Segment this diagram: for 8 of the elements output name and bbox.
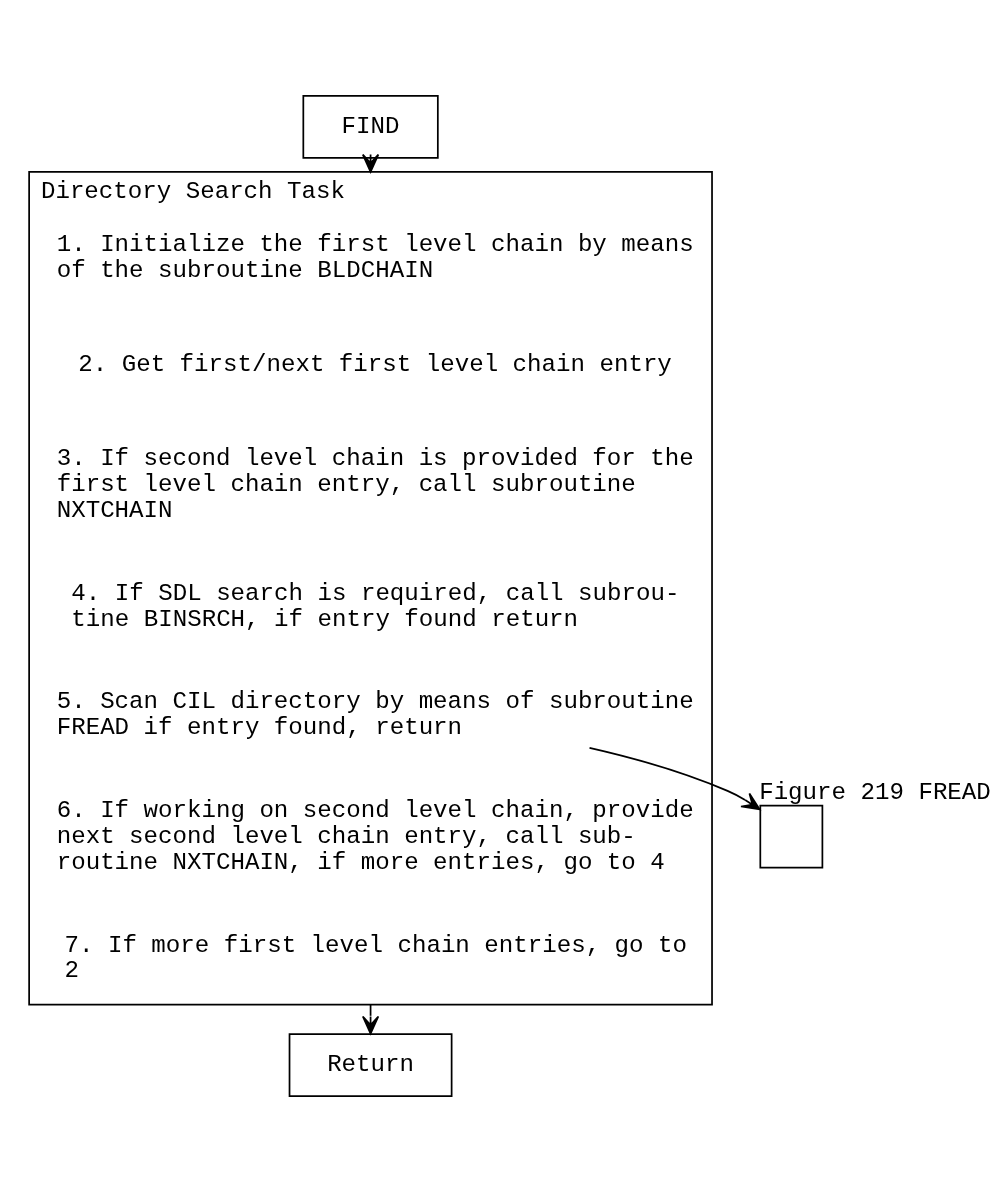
node-text: 3. If second level chain is provided for the first level chain entry, call subroutine NXTCHAIN xyxy=(56,445,694,525)
node-text: 5. Scan CIL directory by means of subroutine FREAD if entry found, return xyxy=(56,688,694,742)
node-text: 7. If more first level chain entries, go to 2 xyxy=(64,931,688,985)
node-label: Figure 219 FREAD xyxy=(759,778,991,806)
node-text: 4. If SDL search is required, call subrou- tine BINSRCH, if entry found return xyxy=(71,579,680,633)
node-text: 2. Get first/next first level chain entry xyxy=(78,351,672,379)
node-text: 6. If working on second level chain, provide next second level chain entry, call sub- routine NXTCHAIN, if more entries, go to 4 xyxy=(56,797,694,876)
node-text: 1. Initialize the first level chain by means of the subroutine BLDCHAIN xyxy=(56,231,694,285)
